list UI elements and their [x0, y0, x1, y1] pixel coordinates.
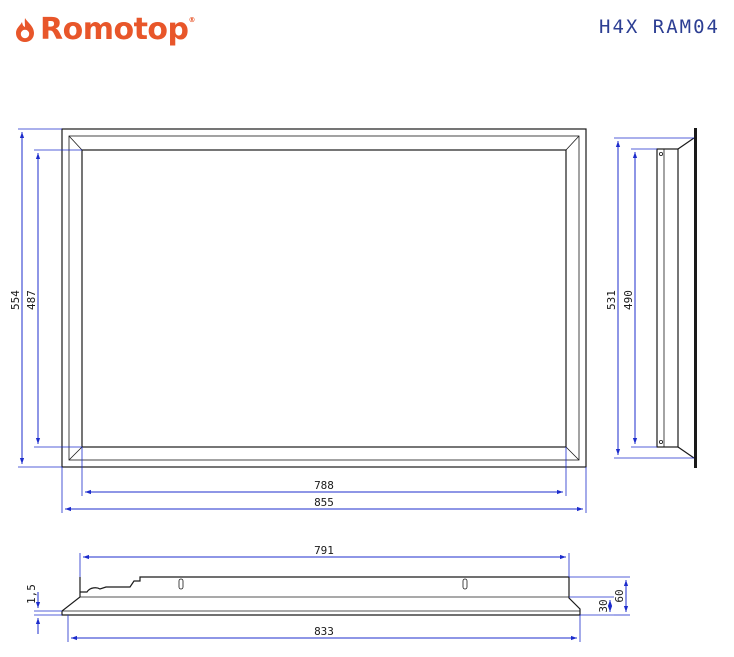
dim-side-height-outer: 531 [605, 137, 694, 459]
bottom-view [61, 576, 581, 616]
dim-label: 791 [314, 544, 334, 557]
dim-label: 60 [613, 589, 626, 602]
dim-front-height-inner: 487 [25, 149, 82, 448]
dim-front-height-outer: 554 [9, 128, 62, 468]
dim-label: 1,5 [25, 584, 38, 604]
dim-label: 490 [622, 290, 635, 310]
dim-label: 487 [25, 290, 38, 310]
dim-bottom-thickness: 1,5 [25, 584, 62, 634]
front-view [61, 128, 587, 468]
dim-label: 554 [9, 290, 22, 310]
flame-icon [16, 18, 34, 42]
dim-label: 531 [605, 290, 618, 310]
dim-front-width-outer: 855 [61, 467, 587, 513]
dim-label: 833 [314, 625, 334, 638]
dim-front-width-inner: 788 [81, 447, 567, 496]
dim-label: 30 [597, 599, 610, 612]
dim-bottom-width-top: 791 [79, 544, 570, 577]
side-view [656, 128, 697, 468]
dim-label: 855 [314, 496, 334, 509]
dim-bottom-width-bottom: 833 [67, 615, 581, 642]
brand-name: Romotop® [40, 12, 196, 47]
dim-side-height-inner: 490 [622, 148, 657, 448]
model-code: H4X RAM04 [599, 16, 720, 38]
dim-bottom-height-inner: 30 [569, 596, 614, 616]
dim-label: 788 [314, 479, 334, 492]
romotop-logo: Romotop® [14, 10, 195, 50]
dim-bottom-height-outer: 60 [569, 576, 630, 616]
